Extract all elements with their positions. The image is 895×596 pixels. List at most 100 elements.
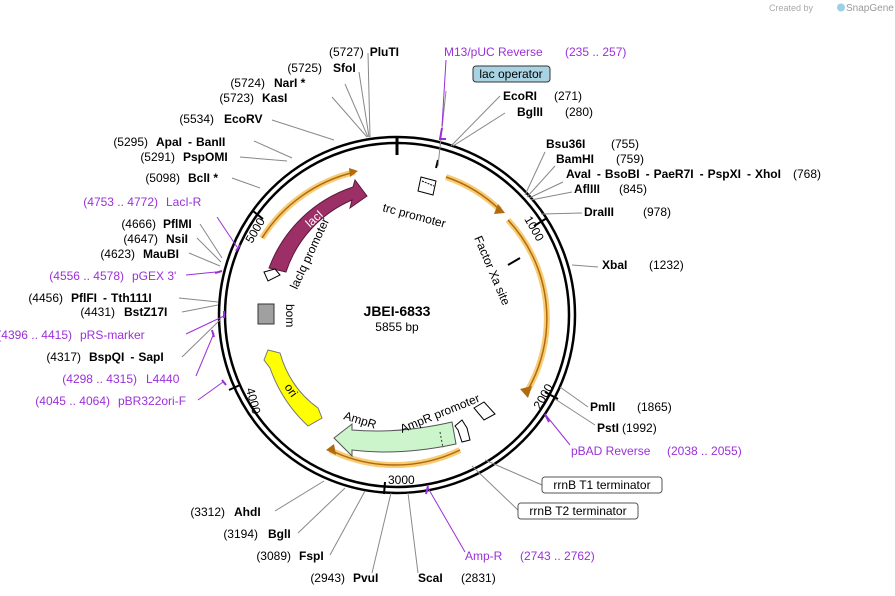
site-ApaI-pos: (5295) [113,135,148,149]
site-BamHI-pos: (759) [616,152,644,166]
lacI-feature[interactable] [268,178,368,273]
orange-arc-top-arrow [494,204,505,214]
site-EcoRV-pos: (5534) [179,112,214,126]
connector-XbaI [571,264,599,268]
site-KasI[interactable]: KasI [262,91,287,105]
primer-Amp-R[interactable]: Amp-R [465,549,503,563]
site-PluTI[interactable]: (5727)PluTI [329,45,399,59]
rrnB-T1-box[interactable] [541,476,663,494]
site-NarI-pos: (5724) [230,76,265,90]
site-PflFI-pos: (4456) [28,291,63,305]
site-AvaI-group[interactable]: AvaI-BsoBI-PaeR7I-PspXI-XhoI(768) [566,167,821,181]
bom-feature[interactable] [257,303,275,325]
pgex3-connector [185,271,217,276]
lac-operator-mark [435,159,439,169]
site-NsiI[interactable]: NsiI [166,232,188,246]
lac-operator-box[interactable] [472,65,551,83]
site-EcoRI[interactable]: EcoRI [503,89,537,103]
rrnB-arrow[interactable] [473,401,496,421]
factor-xa-label: Factor Xa site [471,234,513,308]
site-DraIII-pos: (978) [643,205,671,219]
connector-BglII [452,112,506,147]
site-EcoRI-pos: (271) [554,89,582,103]
primer-pBAD-Reverse[interactable]: pBAD Reverse [571,444,651,458]
site-DraIII[interactable]: DraIII [584,205,614,219]
lacIq-promoter-arrow[interactable] [263,268,281,282]
primer-pBR322ori-F[interactable]: pBR322ori-F [118,394,186,408]
primer-L4440-range: (4298 .. 4315) [62,372,137,386]
site-SfoI[interactable]: SfoI [333,61,356,75]
site-BglI[interactable]: BglI [268,527,291,541]
pbr322ori-primer-mark [221,379,227,386]
site-Bsu36I[interactable]: Bsu36I [546,137,585,151]
site-PstI-pos: (1992) [622,421,657,435]
site-BclI-pos: (5098) [145,171,180,185]
site-BspQI-SapI[interactable]: BspQI-SapI [89,350,164,364]
site-PspOMI[interactable]: PspOMI [183,150,228,164]
orange-arc-top [445,176,501,211]
AmpR-promoter-arrow[interactable] [454,419,471,443]
connector-AhdI [274,480,325,512]
connector-BstZ17I [181,304,219,313]
site-BglI-pos: (3194) [223,527,258,541]
orange-arc-bottom-arrow [326,444,336,455]
connector-rrnB-T2 [471,465,519,511]
orange-arc-left-arrow [349,168,358,177]
primer-pGEX3[interactable]: pGEX 3' [132,269,176,283]
l4440-primer-mark [211,329,215,338]
lac-operator-label: lac operator [479,67,542,81]
connector-rrnB-T1 [484,459,543,486]
tick-3000 [383,481,386,495]
site-XbaI-pos: (1232) [649,258,684,272]
site-AflIII-pos: (845) [619,182,647,196]
site-MauBI[interactable]: MauBI [143,247,179,261]
site-BamHI[interactable]: BamHI [556,152,594,166]
site-PstI[interactable]: PstI [597,421,619,435]
amp-r-connector [427,487,466,553]
site-PvuI-pos: (2943) [310,571,345,585]
site-SfoI-pos: (5725) [287,61,322,75]
site-BstZ17I[interactable]: BstZ17I [124,305,167,319]
site-BglII[interactable]: BglII [517,105,543,119]
connector-NsiI [196,237,222,263]
site-BspQI-pos: (4317) [46,350,81,364]
plasmid-length: 5855 bp [375,320,419,334]
site-FspI[interactable]: FspI [299,549,324,563]
rrnB-T2-box[interactable] [517,502,639,520]
site-PvuI[interactable]: PvuI [353,571,378,585]
site-PmlI[interactable]: PmlI [590,400,615,414]
site-NarI[interactable]: NarI * [274,76,306,90]
primer-pBAD-Reverse-range: (2038 .. 2055) [667,444,742,458]
site-XbaI[interactable]: XbaI [602,258,627,272]
tick-4000 [228,384,241,391]
site-BclI[interactable]: BclI * [188,171,218,185]
primer-pRS-marker[interactable]: pRS-marker [80,328,145,342]
tick-2000 [544,391,559,400]
site-AhdI-pos: (3312) [190,505,225,519]
connector-BglI [297,487,346,534]
connector-BspQI [181,319,221,358]
site-EcoRV[interactable]: EcoRV [224,112,262,126]
site-AhdI[interactable]: AhdI [234,505,261,519]
ori-feature[interactable] [263,349,323,427]
primer-L4440[interactable]: L4440 [146,372,180,386]
site-ScaI[interactable]: ScaI [418,571,443,585]
AmpR-feature[interactable] [333,421,457,458]
connector-PvuI [371,492,392,574]
primer-Amp-R-range: (2743 .. 2762) [520,549,595,563]
connector-MauBI [188,252,221,267]
connector-ApaI [253,140,293,159]
connector-BamHI [526,165,556,198]
site-PflFI-Tth111I[interactable]: PflFI-Tth111I [71,291,152,305]
site-ApaI-BanII[interactable]: ApaI-BanII [156,135,225,149]
site-PspOMI-pos: (5291) [140,150,175,164]
site-AflIII[interactable]: AflIII [574,182,600,196]
site-PflMI[interactable]: PflMI [163,217,192,231]
orange-arc-top-glow [445,174,503,213]
created-by-text: Created by [769,3,814,13]
primer-M13-pUC-Reverse[interactable]: M13/pUC Reverse [444,45,543,59]
laci-r-primer-mark [235,244,241,252]
ori-label: ori [282,381,301,400]
primer-LacI-R[interactable]: LacI-R [166,195,202,209]
